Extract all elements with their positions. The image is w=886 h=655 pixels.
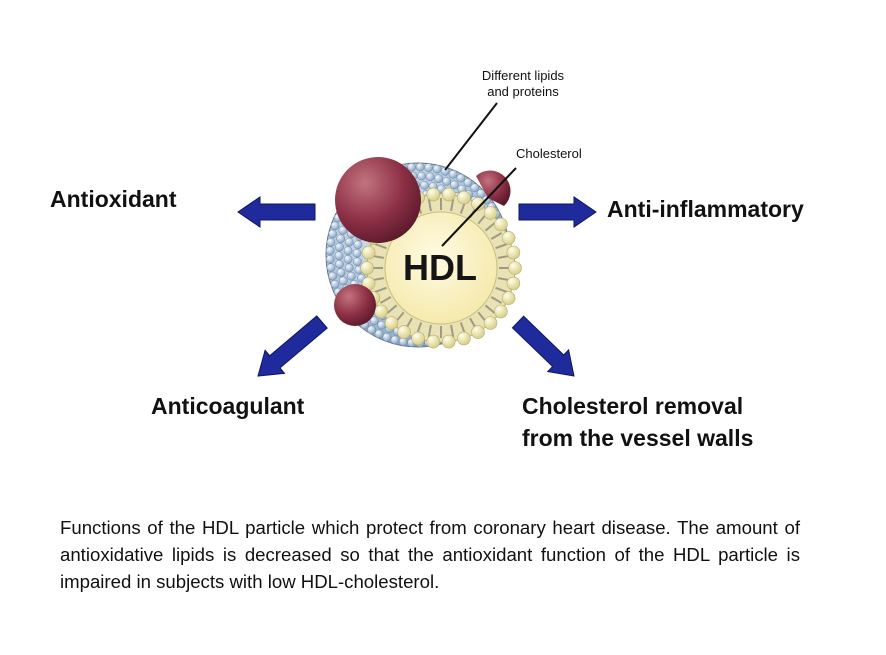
antioxidant-label: Antioxidant	[50, 186, 177, 212]
protein-large	[335, 157, 421, 243]
arrow-cholesterol-removal	[511, 315, 575, 377]
function-arrows	[237, 196, 597, 377]
arrow-anti-inflammatory	[518, 196, 597, 228]
protein-small-left	[334, 284, 376, 326]
arrow-antioxidant	[237, 196, 316, 228]
lipids-callout-line2: and proteins	[487, 84, 559, 99]
hdl-label: HDL	[403, 247, 477, 288]
figure-caption: Functions of the HDL particle which prot…	[60, 517, 800, 592]
lipids-leader-line	[444, 102, 498, 171]
cholesterol-removal-line1: Cholesterol removal	[522, 393, 744, 419]
protein-small-right	[476, 170, 511, 206]
anticoagulant-label: Anticoagulant	[151, 393, 305, 419]
hdl-particle: HDL	[325, 157, 522, 349]
lipids-callout-line1: Different lipids	[481, 68, 565, 83]
lipids-proteins-callout: Different lipids and proteins	[458, 68, 588, 100]
arrow-anticoagulant	[257, 315, 328, 377]
cholesterol-core	[384, 211, 498, 325]
cholesterol-removal-line2: from the vessel walls	[522, 425, 754, 451]
cholesterol-leader-line	[441, 167, 517, 247]
cholesterol-removal-label: Cholesterol removal from the vessel wall…	[522, 390, 753, 454]
cholesterol-callout: Cholesterol	[516, 146, 582, 161]
anti-inflammatory-label: Anti-inflammatory	[607, 196, 804, 222]
